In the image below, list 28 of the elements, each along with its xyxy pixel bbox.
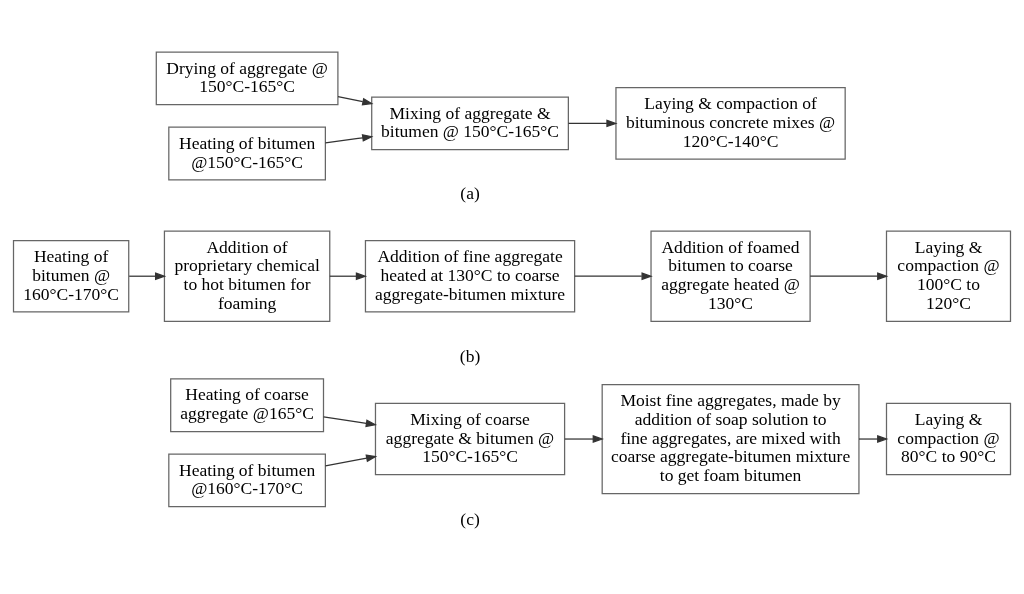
node-box: Laying & compaction @ 100°C to 120°C	[885, 230, 1012, 322]
node-box: Laying & compaction @ 80°C to 90°C	[885, 402, 1012, 475]
node-box: Addition of proprietary chemical to hot bitumen for foaming	[163, 230, 331, 322]
node-box: Drying of aggregate @ 150°C-165°C	[155, 50, 339, 105]
arrow	[128, 271, 167, 280]
arrow	[858, 434, 889, 443]
arrow	[329, 271, 368, 280]
node-box: Addition of foamed bitumen to coarse aggregate heated @ 130°C	[650, 230, 811, 322]
node-box: Mixing of aggregate & bitumen @ 150°C-165°C	[371, 95, 569, 150]
arrow	[324, 453, 378, 467]
node-box: Heating of bitumen @ 160°C-170°C	[12, 239, 130, 313]
node-box: Heating of bitumen @150°C-165°C	[168, 126, 326, 180]
arrow	[322, 415, 378, 427]
node-box: Addition of fine aggregate heated at 130°C to coarse aggregate-bitumen mixture	[364, 239, 576, 313]
label: (c)	[460, 508, 480, 529]
arrow	[324, 133, 374, 144]
node-box: Moist fine aggregates, made by addition of soap solution to fine aggregates, are mixed with coarse aggregate-bitumen mixture to get foam bitumen	[601, 383, 860, 494]
node-box: Heating of coarse aggregate @165°C	[170, 377, 325, 432]
node-box: Laying & compaction of bituminous concrete mixes @ 120°C-140°C	[615, 86, 846, 160]
arrow	[337, 95, 374, 106]
arrow	[567, 118, 618, 127]
arrow	[574, 271, 653, 280]
arrow	[564, 434, 604, 443]
node-box: Heating of bitumen @160°C-170°C	[168, 452, 326, 507]
arrow	[809, 271, 889, 280]
node-box: Mixing of coarse aggregate & bitumen @ 150°C-165°C	[374, 402, 566, 475]
label: (a)	[460, 182, 480, 203]
label: (b)	[459, 345, 481, 366]
